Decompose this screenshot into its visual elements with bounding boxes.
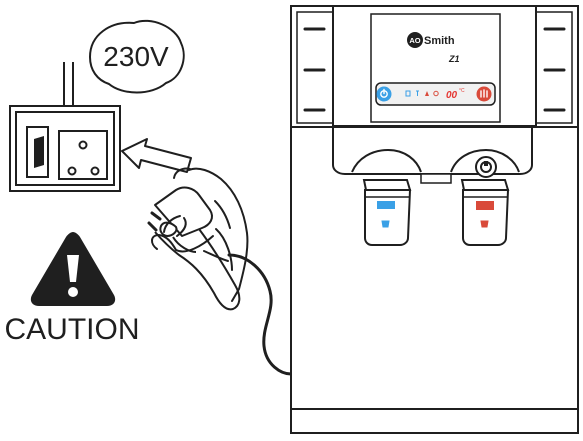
brand-name: Smith (424, 35, 455, 47)
control-panel (375, 82, 496, 106)
voltage-bubble: 230V (88, 19, 185, 94)
temperature-unit: °C (459, 88, 465, 94)
wall-socket (9, 62, 121, 192)
child-lock-knob[interactable] (475, 156, 497, 178)
hot-water-cup-icon (480, 220, 489, 228)
plug-in-arrow (121, 138, 192, 173)
cold-water-tap[interactable] (362, 179, 412, 246)
power-button[interactable] (376, 86, 392, 102)
hot-water-icon (480, 89, 488, 98)
hot-water-tap[interactable] (460, 179, 510, 246)
plug-body (154, 186, 213, 237)
voltage-label: 230V (103, 41, 169, 72)
temperature-display: 00 (446, 90, 458, 101)
caution-label: CAUTION (5, 313, 140, 346)
caution-warning: CAUTION (5, 232, 140, 346)
switch-rocker (34, 136, 44, 168)
model-name: Z1 (448, 54, 460, 64)
cold-water-cup-icon (381, 220, 390, 228)
water-dispenser: AO Smith Z1 00 °C (290, 5, 579, 434)
hot-water-button[interactable] (476, 86, 492, 102)
power-cable (227, 253, 293, 376)
hand-with-plug (147, 167, 249, 311)
brand-logo-mark: AO (409, 36, 420, 45)
brand-logo: AO Smith Z1 (407, 32, 460, 64)
socket-face (58, 130, 108, 180)
panel-status-icons (405, 90, 439, 97)
